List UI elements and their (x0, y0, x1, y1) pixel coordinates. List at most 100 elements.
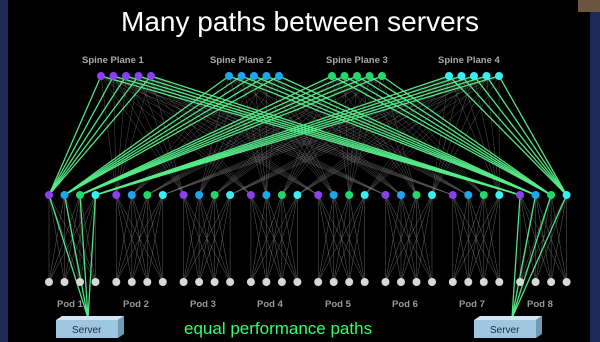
rack-switch-node (479, 278, 488, 286)
spine-fabric-link (348, 75, 370, 196)
spine-fabric-link (230, 75, 500, 196)
rack-switch-node (179, 278, 188, 286)
highlighted-spine-link (473, 75, 568, 196)
fabric-switch-node (381, 191, 390, 199)
rack-switch-node (45, 278, 53, 286)
fabric-rack-link (535, 194, 567, 283)
spine-fabric-link (253, 75, 267, 196)
spine-fabric-link (125, 75, 184, 196)
spine-plane-2-label: Spine Plane 2 (210, 55, 272, 66)
fabric-switch-node (91, 191, 100, 199)
spine-fabric-link (150, 75, 252, 196)
highlighted-spine-link (485, 75, 568, 196)
fabric-switch-node (143, 191, 152, 199)
rack-switch-node (428, 278, 436, 286)
spine-fabric-link (150, 75, 184, 196)
spine-fabric-link (278, 75, 334, 196)
fabric-rack-link (183, 194, 215, 283)
fabric-switch-node (516, 191, 525, 199)
spine-fabric-link (364, 75, 475, 196)
fabric-switch-node (179, 191, 188, 199)
left-frame-bar (0, 0, 8, 342)
spine-switch-node (353, 72, 361, 80)
rack-switch-node (210, 278, 219, 286)
fabric-switch-node (277, 191, 286, 199)
rack-switch-node (226, 278, 235, 286)
fabric-switch-node (428, 191, 436, 199)
fabric-switch-node (127, 191, 136, 199)
highlighted-spine-link (48, 75, 102, 196)
spine-fabric-link (356, 75, 417, 196)
fabric-rack-link (348, 194, 365, 283)
diagram-labels: Spine Plane 1 Spine Plane 2 Spine Plane … (57, 55, 553, 310)
spine-fabric-link (198, 75, 255, 196)
fabric-rack-link (214, 194, 231, 283)
pod-rack-links (48, 194, 567, 283)
highlighted-server-link (79, 194, 89, 319)
spine-fabric-link (113, 75, 184, 196)
spine-fabric-link (125, 75, 319, 196)
fabric-rack-link (183, 194, 200, 283)
highlighted-spine-link (253, 75, 536, 196)
fabric-rack-link (250, 194, 298, 283)
fabric-rack-link (452, 194, 469, 283)
highlighted-spine-link (278, 75, 536, 196)
pod-8-label: Pod 8 (527, 299, 553, 310)
fabric-rack-link (131, 194, 164, 283)
fabric-rack-link (416, 194, 433, 283)
fabric-rack-link (116, 194, 164, 283)
spine-fabric-link (113, 75, 386, 196)
slide-title: Many paths between servers (121, 6, 479, 37)
spine-fabric-link (113, 75, 319, 196)
fabric-rack-link (250, 194, 283, 283)
highlighted-spine-link (150, 75, 521, 196)
fabric-rack-link (550, 194, 567, 283)
highlighted-spine-link (48, 75, 140, 196)
rack-switch-node (562, 278, 571, 286)
spine-switch-node (147, 72, 155, 80)
fabric-switch-node (448, 191, 457, 199)
rack-switch-node (397, 278, 405, 286)
highlighted-spine-link (64, 75, 255, 196)
spine-fabric-link (198, 75, 280, 196)
spine-fabric-link (228, 75, 469, 196)
rack-switch-node (112, 278, 121, 286)
server-left: Server (56, 316, 124, 338)
server-right: Server (474, 316, 542, 338)
fabric-switch-node (60, 191, 69, 199)
spine-fabric-link (100, 75, 319, 196)
fabric-rack-link (385, 194, 433, 283)
pod-6-label: Pod 6 (392, 299, 418, 310)
frame-corner (578, 0, 600, 12)
spine-switch-node (340, 72, 349, 80)
spine-fabric-link (113, 75, 252, 196)
fabric-switch-node (158, 191, 167, 199)
fabric-switch-node (547, 191, 556, 199)
highlighted-spine-link (79, 75, 383, 196)
rack-switch-node (277, 278, 286, 286)
highlighted-spine-link (48, 75, 115, 196)
highlighted-paths (48, 75, 568, 319)
spine-fabric-link (381, 75, 417, 196)
highlighted-server-link (511, 194, 521, 319)
highlighted-spine-link (369, 75, 552, 196)
spine-fabric-link (364, 75, 487, 196)
rack-switch-node (127, 278, 136, 286)
fabric-switch-node (112, 191, 121, 199)
highlighted-server-link (63, 194, 89, 319)
highlighted-spine-link (461, 75, 568, 196)
rack-switch-node (547, 278, 556, 286)
highlighted-spine-link (241, 75, 536, 196)
spine-fabric-link (138, 75, 252, 196)
fabric-rack-link (452, 194, 500, 283)
spine-switch-node (328, 72, 336, 80)
spine-fabric-link (281, 75, 383, 196)
fabric-switch-node (45, 191, 53, 199)
fabric-switch-node (495, 191, 504, 199)
spine-fabric-link (198, 75, 267, 196)
rack-switch-node (412, 278, 421, 286)
spine-switch-node (97, 72, 105, 80)
spine-switch-node (378, 72, 386, 80)
spine-fabric-link (297, 75, 475, 196)
